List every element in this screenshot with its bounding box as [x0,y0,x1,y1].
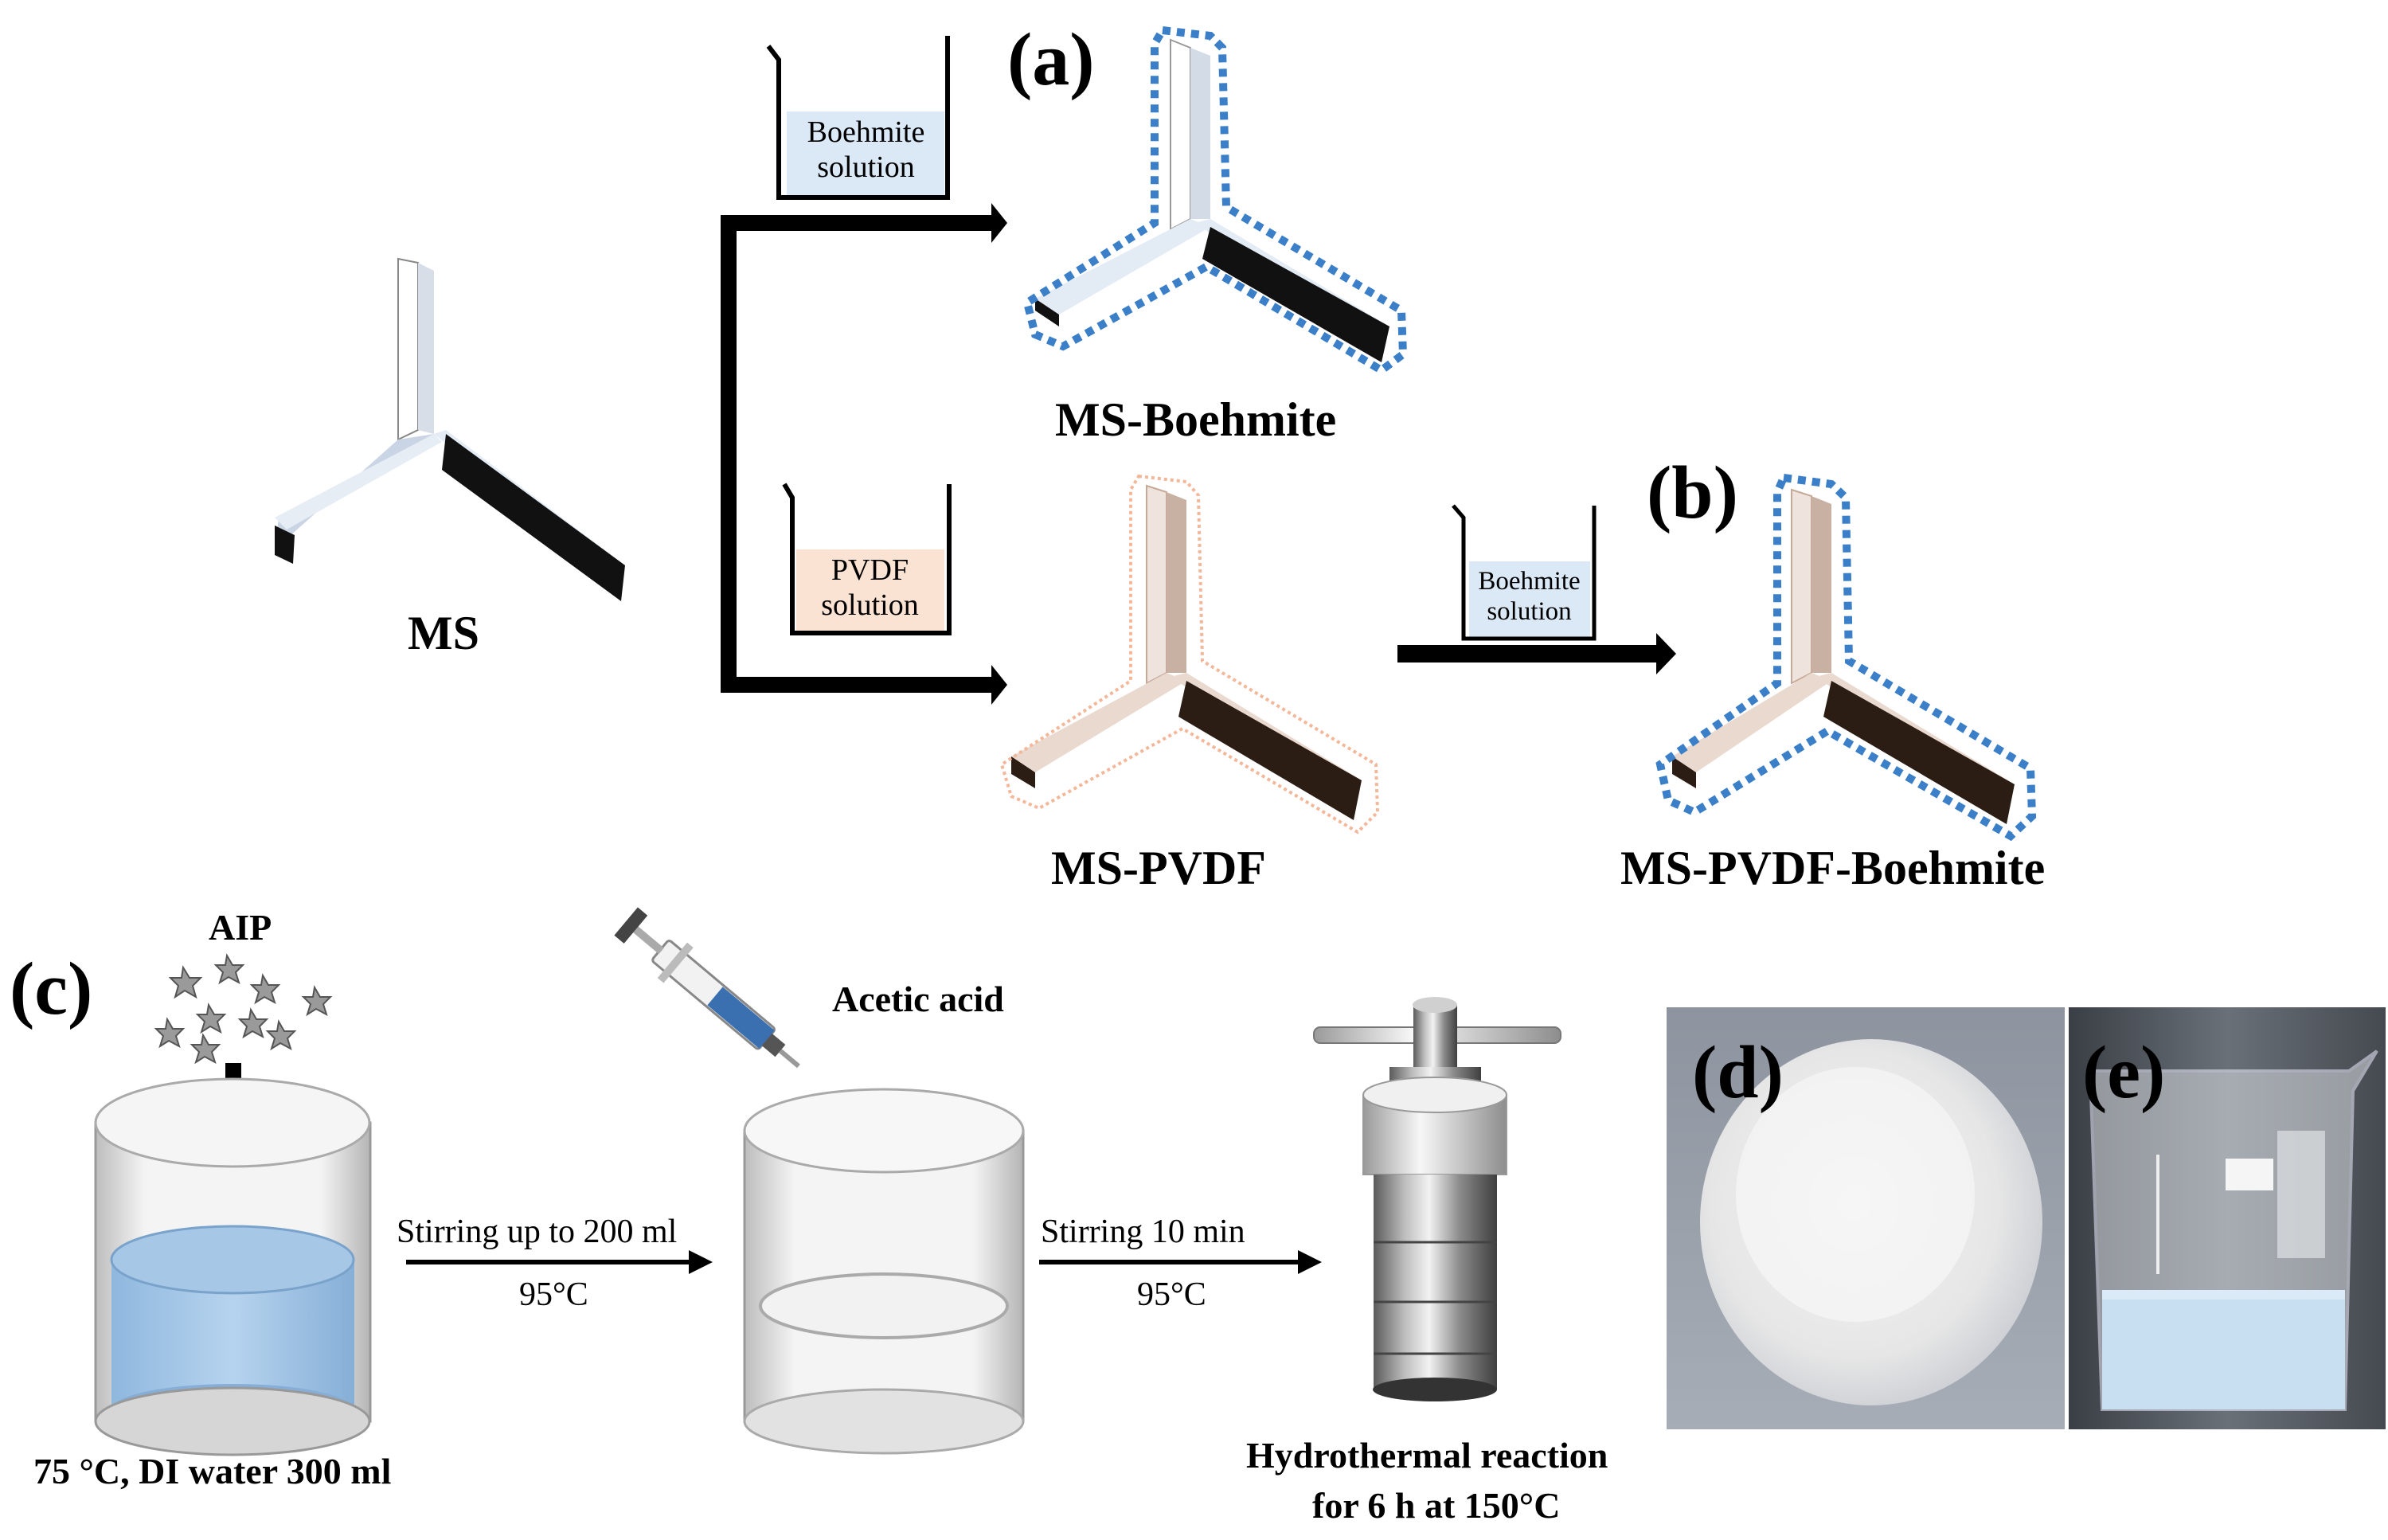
hydrothermal-label-line1: Hydrothermal reaction [1246,1435,1608,1476]
ms-boehmite-label: MS-Boehmite [1055,393,1337,446]
pvdf-solution-line2: solution [821,588,919,622]
ms-tripod [275,257,625,601]
boehmite-solution-right-line2: solution [1487,596,1572,626]
aip-particles [154,953,333,1065]
stirring-beaker [743,1088,1025,1455]
ms-pvdf-boehmite-label: MS-PVDF-Boehmite [1620,842,2046,894]
aip-label: AIP [209,907,272,948]
ms-pvdf-tripod [999,474,1380,834]
branch-arrows [721,203,1676,705]
ms-pvdf-boehmite-tripod [1655,473,2037,842]
pvdf-beaker [782,483,952,635]
ms-pvdf-label: MS-PVDF [1051,842,1266,894]
step1-arrow [406,1250,713,1274]
autoclave-icon [1313,997,1561,1401]
panel-label-e: (e) [2082,1031,2166,1114]
boehmite-solution-right-line1: Boehmite [1478,567,1581,596]
step2-condition-top: Stirring 10 min [1041,1214,1245,1250]
step1-condition-bottom: 95°C [519,1276,588,1313]
boehmite-solution-label-top: Boehmite solution [784,115,948,185]
hydrothermal-label-line2: for 6 h at 150°C [1312,1485,1561,1526]
panel-label-c: (c) [10,948,93,1030]
ms-boehmite-tripod [1022,25,1408,375]
boehmite-solution-line2: solution [817,150,915,184]
powder-photo [1667,1007,2065,1429]
boehmite-solution-line1: Boehmite [807,115,925,149]
pvdf-solution-label: PVDF solution [792,553,948,623]
acetic-acid-label: Acetic acid [832,979,1004,1019]
step1-condition-top: Stirring up to 200 ml [397,1214,678,1250]
boehmite-beaker-top [766,36,950,200]
ms-label: MS [408,607,479,659]
panel-label-b: (b) [1647,451,1738,534]
boehmite-beaker-right [1452,504,1597,641]
syringe-icon [614,907,800,1069]
step2-condition-bottom: 95°C [1137,1276,1206,1313]
beaker-photo [2069,1007,2386,1429]
panel-label-a: (a) [1007,18,1095,101]
water-beaker [94,1077,372,1456]
panel-label-d: (d) [1692,1031,1784,1114]
step2-arrow [1039,1250,1322,1274]
pvdf-solution-line1: PVDF [831,553,909,587]
start-condition-label: 75 °C, DI water 300 ml [33,1451,392,1491]
boehmite-solution-label-right: Boehmite solution [1464,567,1595,627]
